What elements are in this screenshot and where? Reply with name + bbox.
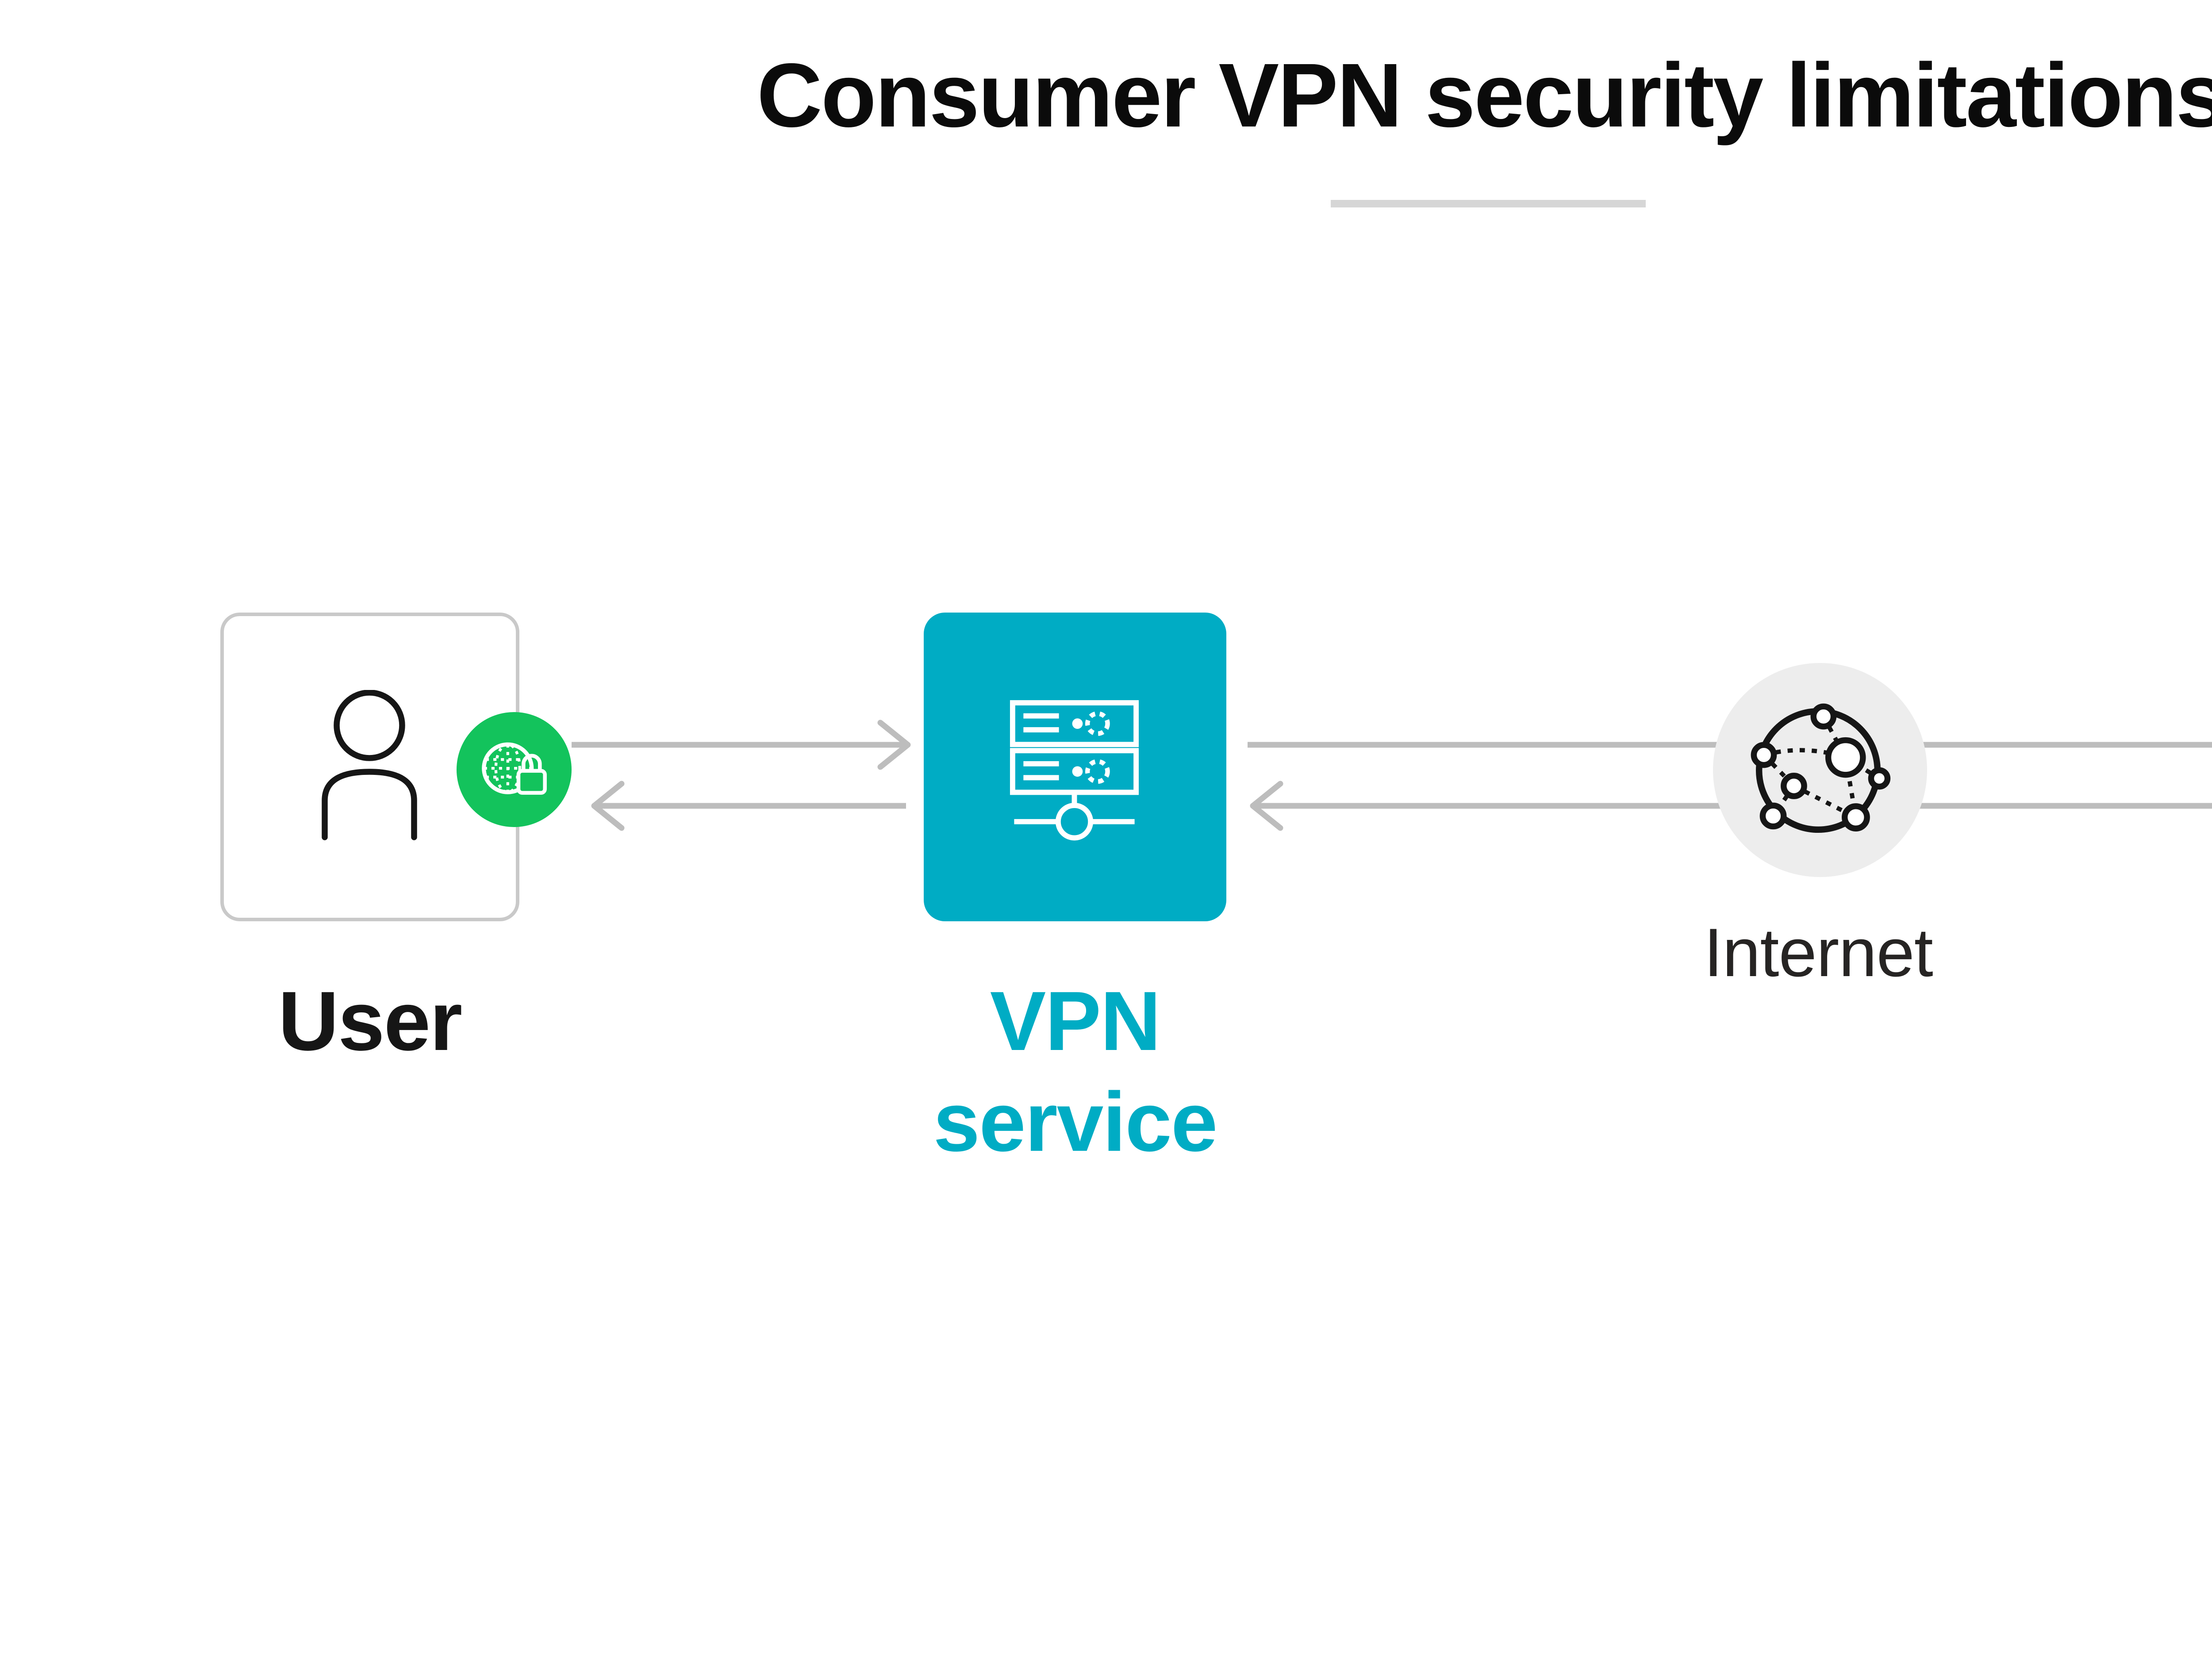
internet-label: Internet [1704,914,1933,991]
secure-globe-lock-icon [482,742,547,795]
title-divider [1331,200,1646,207]
arrow-vpn-to-user [591,781,906,831]
vpn-service-label: VPN service [933,974,1217,1169]
network-globe-icon [1751,703,1891,833]
vpn-server-rack-icon [1010,700,1139,841]
secure-globe-lock-badge [457,712,572,827]
page-title: Consumer VPN security limitations [757,45,2212,146]
arrow-user-to-vpn [572,720,911,770]
internet-node-circle [1713,663,1927,877]
person-icon [322,690,417,840]
user-label: User [278,974,463,1068]
